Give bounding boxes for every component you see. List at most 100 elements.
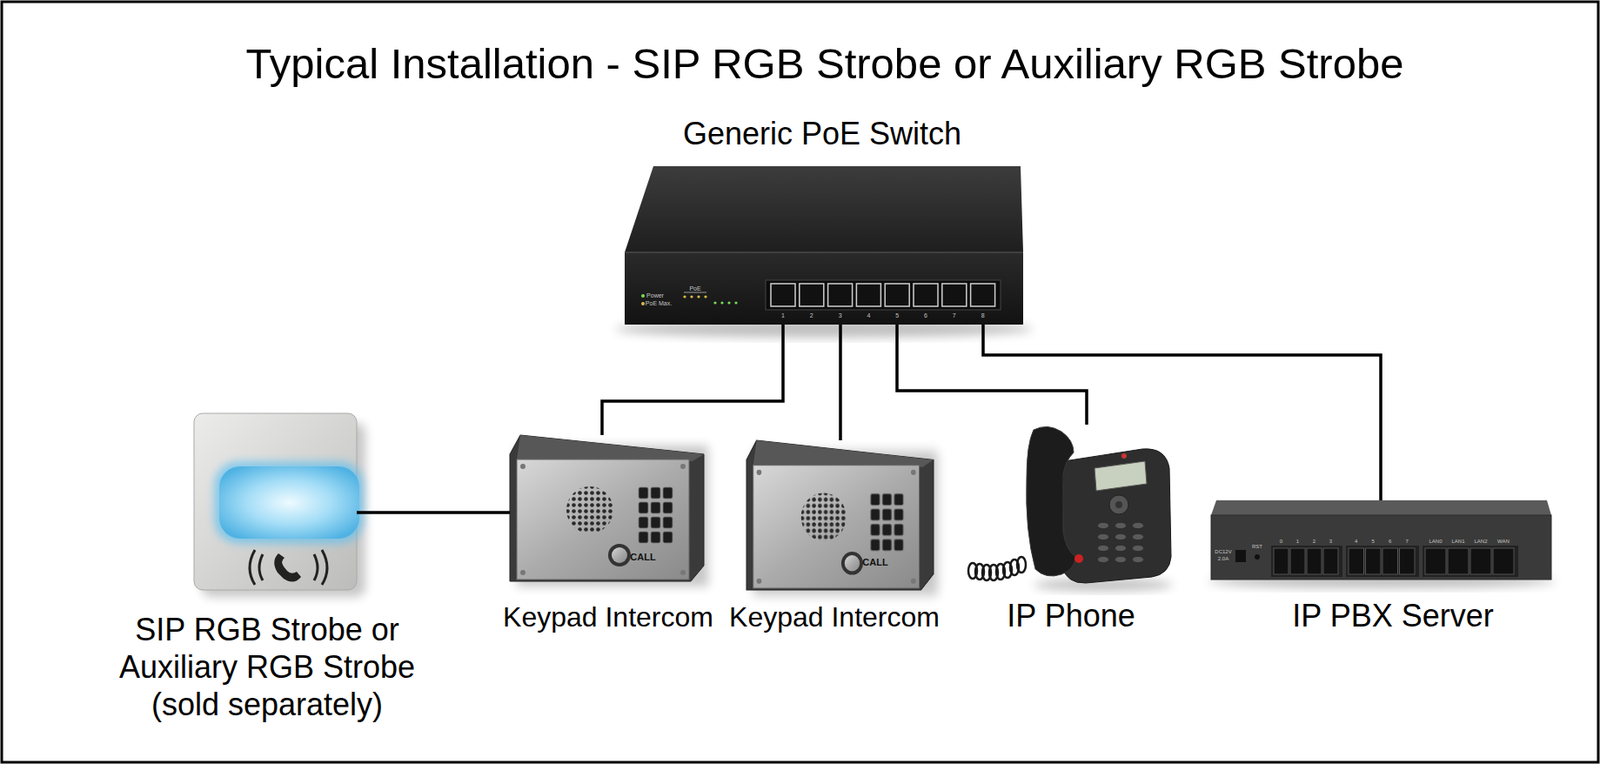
phone-port (1365, 548, 1382, 575)
phone-body (1061, 448, 1172, 583)
reset-button (1254, 554, 1260, 560)
status-led (727, 301, 730, 304)
phone-port (1273, 548, 1289, 575)
ethernet-port (1425, 548, 1447, 575)
device-label: Generic PoE Switch (682, 115, 962, 152)
status-led (682, 294, 686, 298)
phone-port (1290, 548, 1306, 575)
sound-wave (259, 554, 263, 581)
device-marking: 1 (781, 312, 785, 320)
ethernet-port (942, 283, 967, 307)
sound-wave (249, 549, 255, 585)
device-marking: CALL (862, 556, 888, 569)
device-marking: LAN2 (1473, 538, 1487, 545)
phone-port (1399, 548, 1416, 575)
device-label: Keypad Intercom (502, 601, 714, 634)
device-marking: 3 (1329, 538, 1333, 545)
device-marking: 1 (1296, 538, 1299, 545)
network-cable (983, 324, 1381, 501)
device-marking: 8 (981, 312, 985, 320)
ethernet-port (1470, 548, 1492, 575)
device-marking: 2 (1312, 538, 1316, 545)
ethernet-port (799, 283, 824, 307)
ethernet-port (770, 283, 796, 307)
device-marking: 6 (1388, 538, 1392, 545)
ethernet-port (828, 283, 853, 307)
device-marking: 3 (838, 312, 843, 320)
network-cable (602, 324, 784, 436)
ethernet-port (913, 283, 938, 307)
status-led (696, 294, 700, 298)
device-marking: 5 (895, 312, 899, 320)
pbx-front (1211, 515, 1552, 580)
phone-port (1348, 548, 1365, 575)
device-marking: 4 (1354, 538, 1358, 545)
device-marking: 0 (1279, 538, 1283, 545)
port-bank (1271, 545, 1343, 577)
device-label: SIP RGB Strobe or Auxiliary RGB Strobe (… (101, 610, 433, 724)
device-marking: 2 (810, 312, 814, 320)
keypad-intercom-art (746, 440, 938, 596)
device-node: Keypad Intercom (509, 435, 704, 582)
device-marking: CALL (629, 551, 656, 563)
ethernet-port (884, 283, 910, 307)
device-marking: WAN (1497, 538, 1510, 545)
device-marking: DC12V (1214, 548, 1232, 556)
network-cable (356, 510, 510, 515)
device-marking: LAN1 (1451, 538, 1465, 545)
device-label: Keypad Intercom (729, 601, 940, 634)
device-node: IP Phone (964, 424, 1172, 587)
ethernet-port (970, 283, 996, 307)
port-bank (1422, 545, 1519, 577)
device-marking: 4 (866, 312, 871, 320)
phone-logo (1121, 453, 1127, 459)
sound-wave (321, 549, 328, 585)
status-led (641, 301, 645, 306)
device-marking: 7 (952, 312, 957, 320)
device-node: SIP RGB Strobe or Auxiliary RGB Strobe (… (194, 413, 357, 590)
port-bank (1345, 545, 1420, 577)
ethernet-port (1447, 548, 1469, 575)
ethernet-port (1492, 548, 1514, 575)
ethernet-port (856, 283, 881, 307)
status-led (641, 294, 645, 298)
device-marking: 5 (1372, 538, 1375, 545)
phone-port (1306, 548, 1322, 575)
device-node: Generic PoE Switch (624, 166, 1024, 325)
power-jack (1235, 549, 1246, 563)
network-cable (838, 324, 843, 441)
device-marking: 7 (1405, 538, 1409, 545)
device-marking: PoE (689, 285, 701, 293)
led-bracket (683, 292, 707, 294)
device-marking: LAN0 (1428, 538, 1442, 545)
sound-wave (314, 554, 318, 581)
status-led (703, 294, 707, 298)
phone-nav-center (1115, 501, 1123, 509)
status-led (689, 294, 693, 298)
phone-display (1094, 461, 1147, 491)
status-led (720, 301, 724, 304)
network-cable (897, 324, 1087, 425)
phone-port (1382, 548, 1399, 575)
status-led (734, 301, 737, 304)
device-marking: RST (1251, 543, 1263, 550)
status-led (713, 301, 717, 304)
strobe-lens (219, 466, 360, 539)
diagram-title: Typical Installation - SIP RGB Strobe or… (246, 39, 1405, 88)
device-marking: 6 (923, 312, 928, 320)
switch-edge (624, 251, 1024, 254)
device-marking: PoE Max. (645, 300, 672, 308)
phone-cord (1017, 556, 1026, 573)
phone-keypad (1094, 520, 1147, 566)
device-label: IP Phone (1006, 597, 1135, 634)
ip-phone-art (968, 426, 1173, 591)
device-node: Keypad Intercom (746, 440, 934, 590)
switch-top (624, 166, 1024, 253)
phone-button (1074, 554, 1084, 563)
device-label: IP PBX Server (1292, 597, 1493, 634)
keypad-intercom-art (509, 435, 709, 587)
port-bank (765, 280, 1001, 310)
device-marking: Power (646, 292, 664, 300)
